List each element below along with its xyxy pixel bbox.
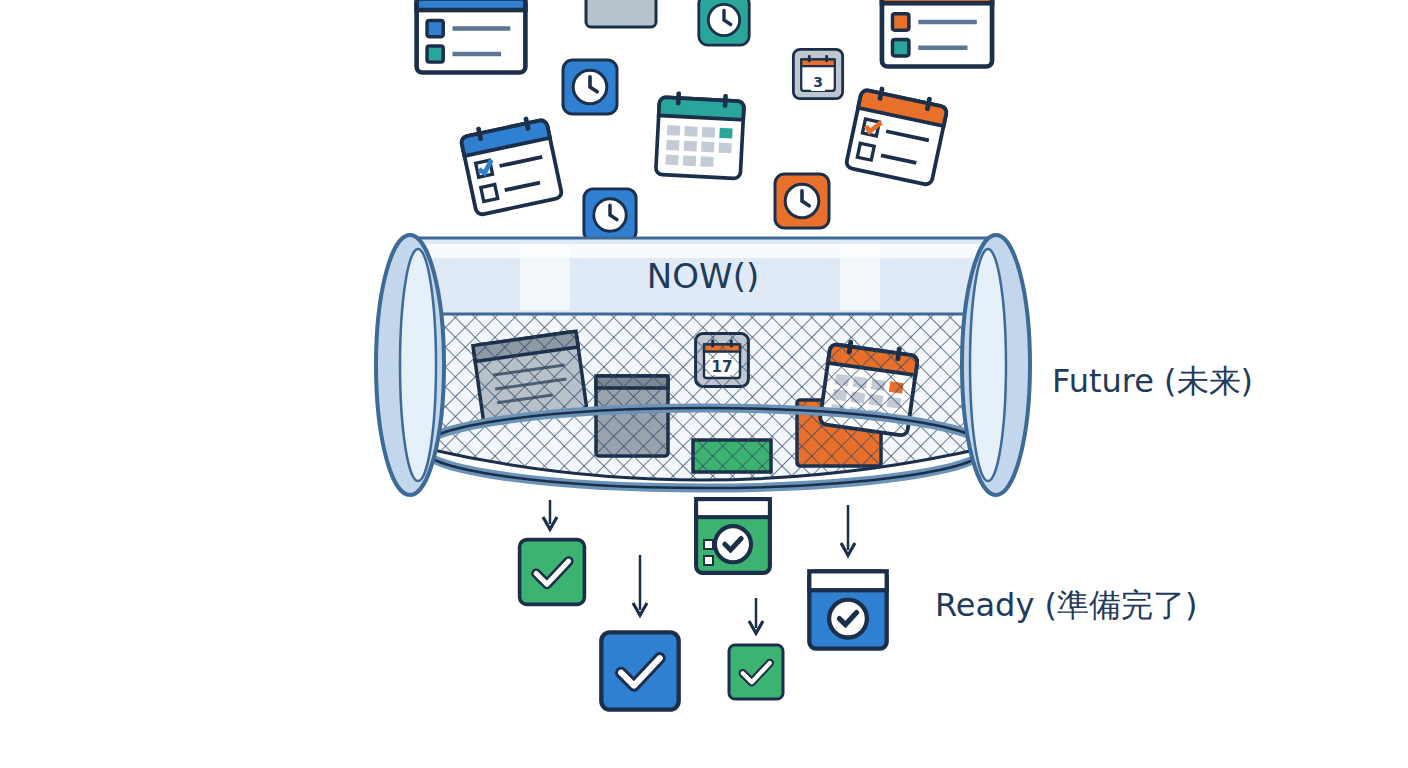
check-box (601, 632, 678, 709)
stage-label: Future (未来) (1052, 360, 1253, 404)
stage-label: Ready (準備完了) (935, 584, 1197, 628)
end-cap (962, 235, 1030, 495)
band-label: NOW() (647, 256, 759, 296)
grey-block (586, 0, 656, 27)
clock-icon (775, 174, 829, 228)
sieve (376, 235, 1030, 495)
net-back (420, 305, 988, 480)
end-cap (376, 235, 444, 495)
ready-card (696, 499, 770, 573)
ready-card (809, 571, 886, 648)
now-band (418, 238, 990, 314)
ready-items (520, 499, 887, 710)
clock-icon (563, 60, 617, 114)
check-box (729, 645, 783, 699)
calendar-number: 3 (811, 75, 825, 90)
check-box (520, 540, 585, 605)
calendar-icon (459, 113, 562, 216)
list-card (882, 0, 992, 66)
calendar-icon (845, 83, 948, 186)
band-node: NOW() (420, 242, 986, 310)
calendar-icon (656, 91, 745, 179)
bottom-rim (422, 408, 986, 488)
calendar-icon (793, 49, 842, 98)
drop-arrows (550, 500, 848, 628)
net-mesh (420, 305, 988, 480)
clock-icon (699, 0, 749, 45)
falling-items (417, 0, 992, 241)
calendar-number: 17 (710, 359, 735, 376)
clock-icon (584, 189, 636, 241)
list-card (417, 0, 526, 73)
